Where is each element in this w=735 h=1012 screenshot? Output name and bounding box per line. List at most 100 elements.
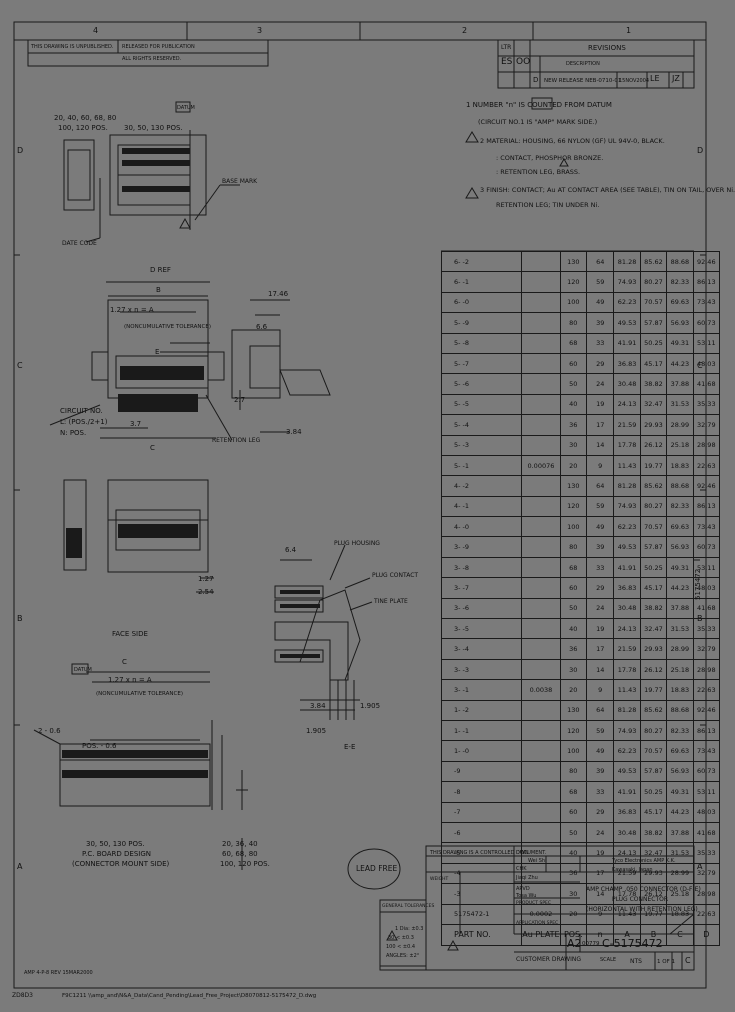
pcb-pos: POS. - 0.6 [82,742,117,750]
zone-left-b: B [17,614,23,623]
rev-title: REVISIONS [588,44,626,52]
noncumulative-tol: (NONCUMULATIVE TOLERANCE) [124,324,211,330]
table-cell: 28.99 [666,414,694,436]
rev-row-ltr: D [533,76,539,84]
zone-left-d: D [17,146,24,155]
table-cell: 19.77 [639,454,668,477]
table-cell: 56.93 [666,312,694,334]
table-cell [521,332,561,354]
pcb-caption2-3: 100, 120 POS. [220,860,270,868]
table-cell: 28.98 [692,658,721,681]
rev-row-dwn: LE [650,74,660,83]
note-3: 3 FINISH: CONTACT; Au AT CONTACT AREA (S… [480,186,735,194]
pcb-caption-1: 30, 50, 130 POS. [86,840,145,848]
datum-top: DATUM [177,105,195,111]
note-2b: : CONTACT, PHOSPHOR BRONZE. [496,154,604,162]
table-cell: 37.88 [666,373,694,395]
table-cell: 74.93 [613,719,641,742]
table-cell [521,658,561,681]
table-cell: 18.83 [666,679,694,701]
table-cell: 82.33 [666,719,694,742]
table-cell: 120 [559,495,588,518]
table-cell: 24 [586,821,615,844]
table-cell: -6 [440,821,523,844]
table-cell: 18.83 [666,454,694,477]
table-cell: 36.83 [613,577,641,599]
table-cell: 39 [586,312,615,334]
table-cell: 5- -7 [440,352,523,375]
table-cell [521,312,561,334]
table-cell [521,250,561,273]
table-cell: 74.93 [613,271,641,293]
unpublished-note: THIS DRAWING IS UNPUBLISHED. [31,44,114,50]
table-header-cell: D [692,923,721,946]
table-cell: 20 [559,679,588,701]
table-cell: 17.78 [613,434,641,456]
tb-product-spec: PRODUCT SPEC [516,901,552,906]
date-code-label: DATE CODE [62,240,97,247]
tb-appr-name: Tosa Wu [516,893,537,899]
note-2: 2 MATERIAL: HOUSING, 66 NYLON (GF) UL 94… [480,137,665,145]
table-cell: 0.00076 [521,454,561,477]
table-cell: 0.0002 [521,903,561,925]
table-cell: 38.82 [639,373,668,395]
table-cell: 80 [559,312,588,334]
table-cell: 80 [559,536,588,558]
table-cell: 49 [586,291,615,314]
table-cell: 59 [586,495,615,518]
pos-label-top-2: 100, 120 POS. [58,124,108,132]
table-cell: 73.43 [692,740,721,762]
table-cell: 120 [559,271,588,293]
table-cell: 3- -5 [440,618,523,640]
table-cell: 5- -3 [440,434,523,456]
table-cell [521,291,561,314]
table-cell: 60.73 [692,760,721,783]
table-cell: 24.13 [613,393,641,416]
tb-tol-3: 100 < ±0.4 [386,944,416,950]
table-cell: 9 [586,454,615,477]
dim-1-905: 1.905 [360,702,381,710]
controlled-doc-note: THIS DRAWING IS A CONTROLLED DOCUMENT. [430,850,547,856]
table-cell: 36 [559,862,588,885]
table-cell: 45.17 [639,352,668,375]
table-cell: 3- -9 [440,536,523,558]
dim-1-27: 1.27 [198,575,214,583]
table-cell: 92.46 [692,250,721,273]
table-cell: 22.63 [692,454,721,477]
dim-2-7: 2.7 [234,396,246,404]
table-cell: 120 [559,719,588,742]
tb-sheet: 1 OF 1 [657,959,675,965]
dim-2-54: 2.54 [198,588,214,596]
table-cell: 32.79 [692,638,721,660]
table-cell: 29 [586,352,615,375]
pcb-caption2-2: 60, 68, 80 [222,850,258,858]
zone-top-4: 4 [93,26,99,35]
table-cell: 38.82 [639,597,668,620]
rev-row-desc: NEW RELEASE NEB-0710-01 [544,78,622,84]
table-cell: 19 [586,618,615,640]
table-cell: 69.63 [666,291,694,314]
table-cell: 60 [559,352,588,375]
tb-tol-1: 1 Dia: ±0.3 [395,926,424,932]
table-cell: 17 [586,414,615,436]
table-cell: 69.63 [666,516,694,538]
table-cell [521,393,561,416]
table-cell: 44.23 [666,801,694,823]
table-cell: 21.59 [613,414,641,436]
table-cell: 82.33 [666,495,694,518]
table-cell: 62.23 [613,516,641,538]
table-cell [521,434,561,456]
table-cell: 85.62 [639,250,668,273]
